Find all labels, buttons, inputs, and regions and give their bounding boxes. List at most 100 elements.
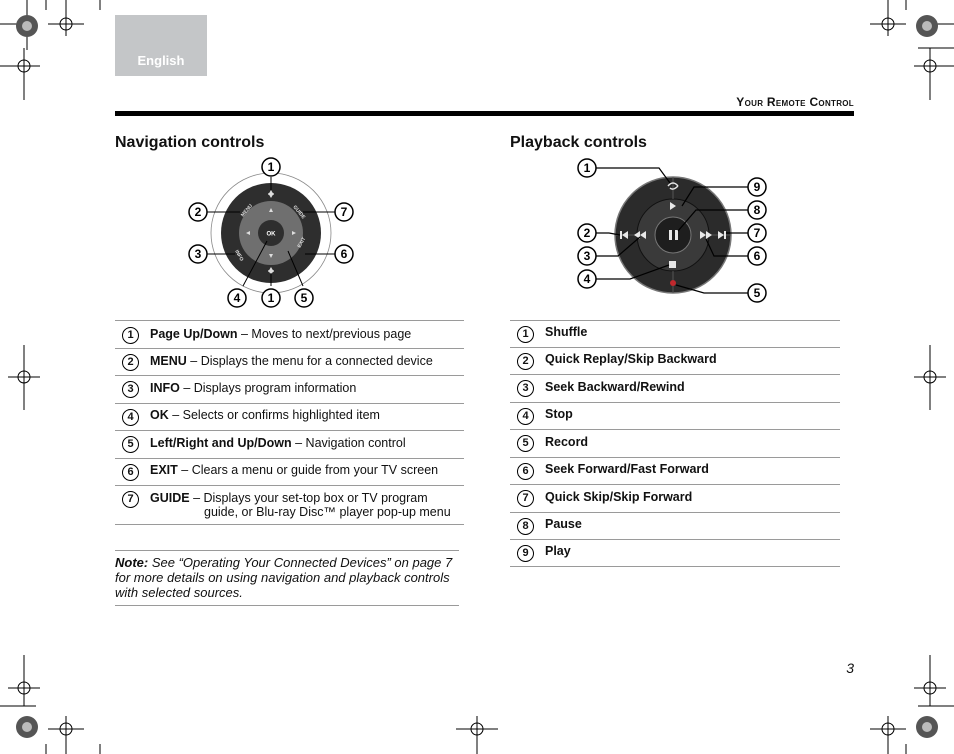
list-item: 7 Quick Skip/Skip Forward: [510, 484, 840, 512]
item-label: Play: [545, 544, 571, 558]
list-item: 7 GUIDE – Displays your set-top box or T…: [115, 485, 464, 524]
list-item: 9 Play: [510, 539, 840, 566]
header-rule: [115, 111, 854, 116]
item-desc: – Moves to next/previous page: [237, 327, 412, 341]
item-number: 4: [122, 409, 139, 426]
arrow-right-icon: [292, 231, 296, 235]
nav-callout: 3: [195, 247, 202, 261]
item-label: Seek Forward/Fast Forward: [545, 462, 709, 476]
playback-callout: 8: [754, 203, 761, 217]
pause-icon: [669, 230, 672, 240]
item-label: MENU: [150, 354, 187, 368]
item-label: EXIT: [150, 463, 178, 477]
playback-callout: 6: [754, 249, 761, 263]
nav-callout: 5: [301, 291, 308, 305]
nav-callout: 4: [234, 291, 241, 305]
page-number: 3: [846, 660, 854, 676]
item-number: 7: [122, 491, 139, 508]
language-tab: English: [115, 15, 207, 76]
nav-callout: 1: [268, 291, 275, 305]
item-number: 3: [517, 380, 534, 397]
item-number: 1: [122, 327, 139, 344]
arrow-down-icon: [269, 254, 273, 258]
item-number: 1: [517, 326, 534, 343]
playback-title: Playback controls: [510, 134, 647, 151]
item-label: Pause: [545, 517, 582, 531]
list-item: 2 MENU – Displays the menu for a connect…: [115, 348, 464, 375]
list-item: 6 EXIT – Clears a menu or guide from you…: [115, 458, 464, 485]
info-label: INFO: [233, 249, 244, 262]
item-number: 9: [517, 545, 534, 562]
item-label: Seek Backward/Rewind: [545, 380, 685, 394]
playback-pad-diagram: 1 9 8 2 7 3 6 4 5: [577, 158, 767, 303]
item-label: Left/Right and Up/Down: [150, 436, 292, 450]
fast-forward-icon: [700, 231, 706, 239]
item-desc: – Displays the menu for a connected devi…: [186, 354, 433, 368]
playback-callout: 4: [584, 272, 591, 286]
item-number: 7: [517, 490, 534, 507]
item-label: Shuffle: [545, 325, 588, 339]
stop-icon: [669, 261, 676, 268]
shuffle-icon: [667, 182, 679, 190]
item-desc: – Clears a menu or guide from your TV sc…: [177, 463, 439, 477]
page-header-title: Your Remote Control: [736, 95, 854, 109]
ok-label: OK: [267, 232, 277, 238]
item-desc-continued: guide, or Blu-ray Disc™ player pop-up me…: [204, 505, 451, 519]
rewind-icon: [640, 231, 646, 239]
nav-callout: 2: [195, 205, 202, 219]
list-item: 4 OK – Selects or confirms highlighted i…: [115, 403, 464, 430]
list-item: 5 Left/Right and Up/Down – Navigation co…: [115, 430, 464, 458]
list-item: 3 INFO – Displays program information: [115, 375, 464, 403]
item-label: GUIDE: [150, 491, 190, 505]
note-text: See “Operating Your Connected Devices” o…: [115, 555, 453, 600]
item-number: 2: [517, 353, 534, 370]
item-label: Stop: [545, 407, 573, 421]
note-label: Note:: [115, 555, 149, 570]
item-label: OK: [150, 408, 169, 422]
arrow-left-icon: [246, 231, 250, 235]
arrow-up-icon: [269, 208, 273, 212]
playback-callout: 7: [754, 226, 761, 240]
item-label: Page Up/Down: [150, 327, 238, 341]
list-item: 1 Shuffle: [510, 320, 840, 347]
list-item: 8 Pause: [510, 512, 840, 539]
list-item: 2 Quick Replay/Skip Backward: [510, 347, 840, 374]
note-box: Note: See “Operating Your Connected Devi…: [115, 550, 459, 606]
item-label: Record: [545, 435, 589, 449]
playback-list: 1 Shuffle 2 Quick Replay/Skip Backward 3…: [510, 320, 840, 567]
navigation-pad-diagram: OK MENU GUIDE INFO EXIT 1 2 7 3 6 4 1 5: [188, 157, 354, 308]
item-desc: – Displays program information: [179, 381, 357, 395]
skip-forward-icon: [718, 231, 724, 239]
playback-callout: 3: [584, 249, 591, 263]
ok-button: [258, 220, 284, 246]
list-item: 5 Record: [510, 429, 840, 457]
nav-callout: 1: [268, 160, 275, 174]
list-item: 6 Seek Forward/Fast Forward: [510, 457, 840, 484]
navigation-list: 1 Page Up/Down – Moves to next/previous …: [115, 320, 464, 525]
list-item: 1 Page Up/Down – Moves to next/previous …: [115, 320, 464, 348]
playback-callout: 5: [754, 286, 761, 300]
item-number: 5: [122, 436, 139, 453]
item-number: 2: [122, 354, 139, 371]
item-desc: – Selects or confirms highlighted item: [168, 408, 380, 422]
exit-label: EXIT: [297, 236, 308, 249]
playback-callout: 1: [584, 161, 591, 175]
item-number: 5: [517, 435, 534, 452]
record-icon: [670, 280, 676, 286]
playback-callout: 2: [584, 226, 591, 240]
playback-callout: 9: [754, 180, 761, 194]
nav-callout: 7: [341, 205, 348, 219]
list-item: 3 Seek Backward/Rewind: [510, 374, 840, 402]
list-item: 4 Stop: [510, 402, 840, 429]
item-label: Quick Replay/Skip Backward: [545, 352, 717, 366]
item-desc: – Navigation control: [291, 436, 406, 450]
item-number: 6: [122, 464, 139, 481]
nav-callout: 6: [341, 247, 348, 261]
language-label: English: [137, 53, 185, 68]
item-number: 6: [517, 463, 534, 480]
item-number: 3: [122, 381, 139, 398]
item-label: INFO: [150, 381, 180, 395]
item-desc: – Displays your set-top box or TV progra…: [189, 491, 428, 505]
navigation-title: Navigation controls: [115, 134, 265, 151]
